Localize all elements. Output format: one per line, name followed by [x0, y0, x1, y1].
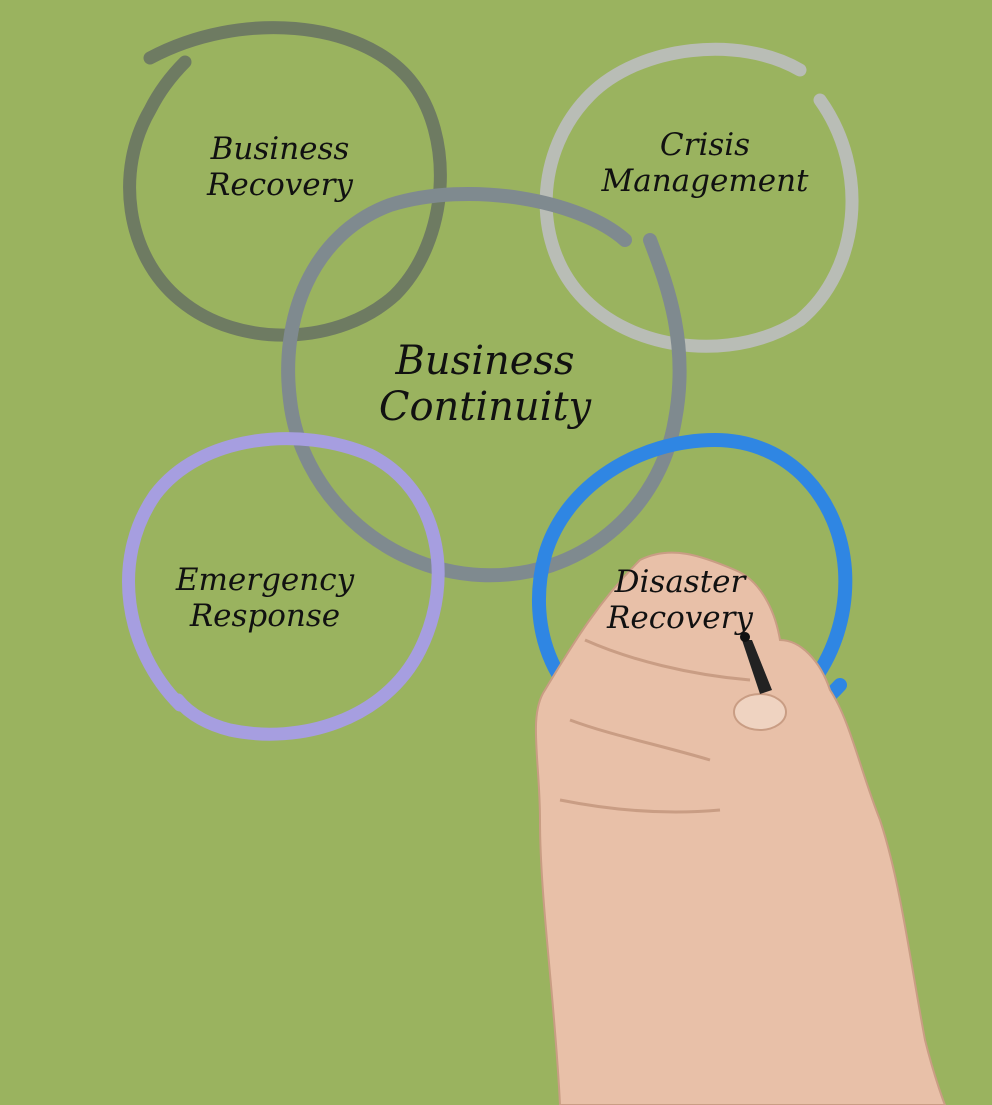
crisis-management-line1: Crisis — [659, 127, 751, 163]
business-recovery-line2: Recovery — [207, 166, 353, 203]
business-continuity-circle — [281, 186, 687, 583]
emergency-response-label: Emergency Response — [145, 562, 385, 634]
crisis-management-label: Crisis Management — [570, 127, 840, 199]
business-continuity-label: Business Continuity — [335, 338, 635, 430]
business-continuity-line2: Continuity — [378, 384, 592, 430]
disaster-recovery-line1: Disaster — [614, 564, 746, 600]
business-recovery-circle — [123, 21, 447, 342]
business-recovery-label: Business Recovery — [180, 131, 380, 203]
disaster-recovery-label: Disaster Recovery — [575, 564, 785, 636]
disaster-recovery-line2: Recovery — [607, 599, 753, 636]
business-recovery-line1: Business — [210, 131, 350, 167]
emergency-response-circle — [122, 432, 445, 741]
emergency-response-line2: Response — [189, 597, 341, 634]
hand-illustration — [534, 551, 947, 1105]
business-continuity-line1: Business — [395, 338, 575, 384]
crisis-management-line2: Management — [601, 162, 809, 199]
emergency-response-line1: Emergency — [175, 562, 355, 598]
crisis-management-circle — [539, 42, 859, 353]
